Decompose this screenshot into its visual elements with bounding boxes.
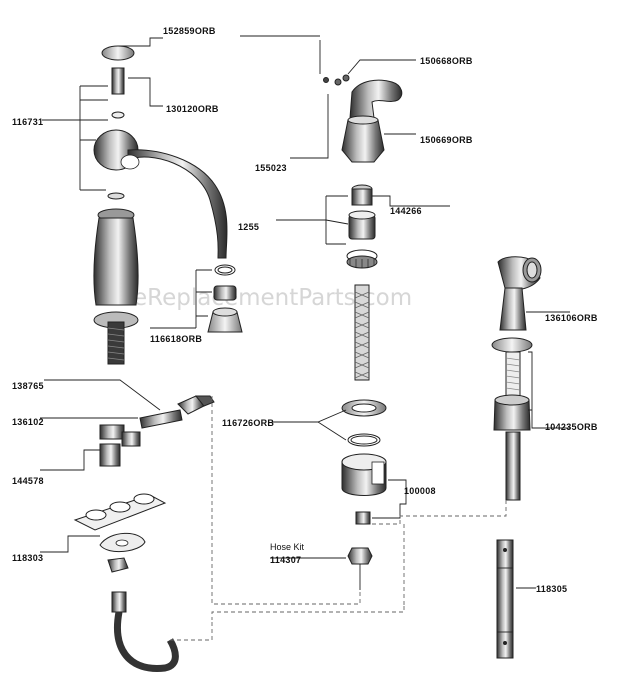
label-hose-kit: Hose Kit	[270, 542, 305, 552]
supply-fittings	[73, 395, 215, 672]
spout-adapter	[111, 67, 125, 95]
handle-assembly	[323, 74, 403, 163]
side-spray-assembly	[491, 256, 542, 659]
label-136102: 136102	[12, 417, 44, 427]
spray-base	[491, 337, 533, 353]
spray-tube	[505, 431, 521, 501]
spray-hose	[114, 611, 179, 672]
tee-connector	[139, 409, 183, 429]
aerator-insert	[213, 285, 237, 301]
lever-handle	[349, 79, 403, 119]
spout-washer	[107, 192, 125, 200]
label-152859: 152859ORB	[163, 26, 216, 36]
cartridge-stem	[351, 188, 373, 206]
set-screw	[323, 77, 329, 83]
spout-gooseneck	[127, 149, 228, 259]
bracket-nut	[107, 557, 129, 573]
watermark-text: eReplacementParts.com	[133, 285, 412, 311]
spray-handle	[499, 287, 527, 331]
dashed-connection-lines	[170, 396, 507, 641]
handle-escutcheon	[341, 119, 385, 163]
small-oring	[111, 111, 125, 119]
label-116618: 116618ORB	[150, 334, 202, 344]
label-138765: 138765	[12, 381, 44, 391]
spout-body	[93, 217, 139, 306]
valve-stack	[341, 184, 387, 590]
label-150669: 150669ORB	[420, 135, 473, 145]
label-100008: 100008	[404, 486, 436, 496]
part-labels: 152859ORB 130120ORB 116731 150668ORB 150…	[12, 26, 598, 594]
label-130120: 130120ORB	[166, 104, 219, 114]
label-155023: 155023	[255, 163, 287, 173]
label-144266: 144266	[390, 206, 422, 216]
cap-152859	[101, 45, 135, 61]
label-136106: 136106ORB	[545, 313, 598, 323]
label-116731: 116731	[12, 117, 43, 127]
label-150668: 150668ORB	[420, 56, 473, 66]
hose-connector	[347, 547, 373, 565]
label-116726: 116726ORB	[222, 418, 274, 428]
spout-assembly	[93, 45, 243, 365]
hose-end-fitting	[111, 591, 127, 613]
label-114307: 114307	[270, 555, 301, 565]
label-144578: 144578	[12, 476, 44, 486]
small-nut	[355, 511, 371, 525]
extension-tube	[496, 539, 514, 659]
label-118303: 118303	[12, 553, 43, 563]
label-104235: 104235ORB	[545, 422, 598, 432]
label-1255: 1255	[238, 222, 259, 232]
mounting-oring	[347, 433, 381, 447]
label-118305: 118305	[536, 584, 567, 594]
leader-lines	[40, 35, 570, 589]
t-fitting	[99, 424, 125, 440]
